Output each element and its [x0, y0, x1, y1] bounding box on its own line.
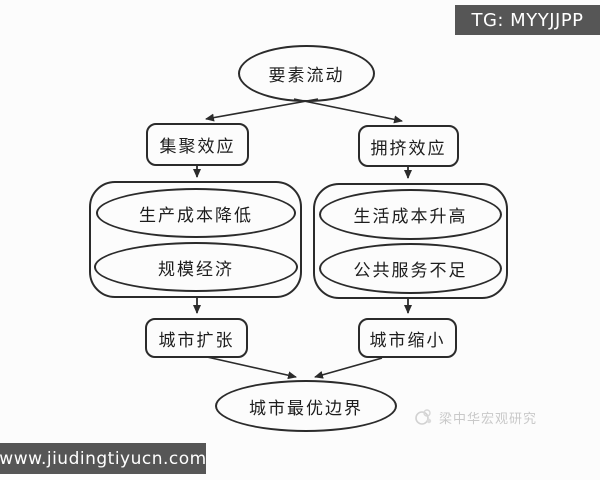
website-badge-text: www.jiudingtiyucn.com — [0, 448, 207, 469]
connector-root-to-crowding — [293, 98, 403, 124]
node-agglomeration-effect: 集聚效应 — [146, 123, 249, 166]
node-production-cost-down-label: 生产成本降低 — [139, 205, 253, 226]
node-factor-flow: 要素流动 — [238, 45, 375, 102]
node-city-shrink-label: 城市缩小 — [369, 330, 446, 351]
connector-expansion-to-result — [206, 356, 297, 380]
group-left-factors — [89, 181, 302, 298]
group-right-factors — [313, 183, 508, 299]
node-optimal-city-boundary-label: 城市最优边界 — [249, 398, 363, 419]
node-crowding-effect-label: 拥挤效应 — [370, 138, 447, 159]
node-economies-of-scale: 规模经济 — [94, 242, 298, 292]
node-crowding-effect: 拥挤效应 — [358, 125, 459, 167]
telegram-badge: TG: MYYJJPP — [455, 5, 600, 35]
node-city-expansion-label: 城市扩张 — [158, 330, 235, 351]
node-public-service-shortage-label: 公共服务不足 — [353, 261, 468, 281]
connector-root-to-agglomeration — [205, 98, 319, 122]
node-factor-flow-label: 要素流动 — [268, 66, 345, 86]
node-living-cost-up-label: 生活成本升高 — [353, 207, 468, 227]
website-badge: www.jiudingtiyucn.com — [0, 443, 206, 474]
watermark: 梁中华宏观研究 — [414, 407, 537, 427]
node-city-shrink: 城市缩小 — [358, 318, 457, 358]
watermark-text: 梁中华宏观研究 — [439, 411, 538, 427]
node-agglomeration-effect-label: 集聚效应 — [159, 137, 236, 157]
node-public-service-shortage: 公共服务不足 — [319, 243, 502, 294]
node-optimal-city-boundary: 城市最优边界 — [215, 380, 397, 432]
node-economies-of-scale-label: 规模经济 — [158, 259, 234, 280]
node-city-expansion: 城市扩张 — [145, 318, 248, 358]
telegram-badge-text: TG: MYYJJPP — [471, 9, 584, 31]
connector-shrink-to-result — [314, 357, 383, 379]
node-living-cost-up: 生活成本升高 — [319, 189, 502, 240]
node-production-cost-down: 生产成本降低 — [96, 188, 296, 238]
paw-logo-icon — [415, 409, 432, 425]
